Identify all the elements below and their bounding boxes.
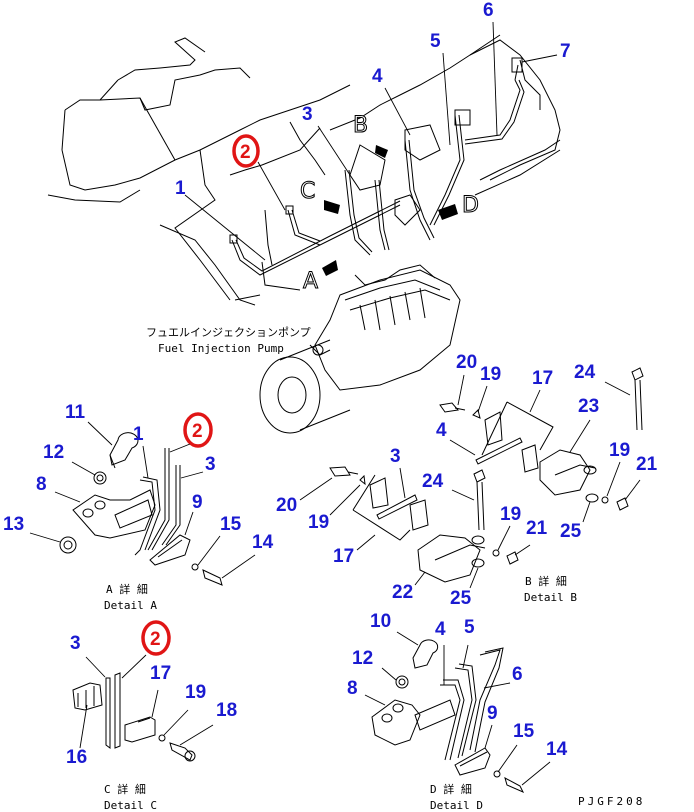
callout-14: 14 (252, 532, 274, 553)
detail-b: 20 19 17 4 24 23 19 21 25 20 19 3 24 17 … (276, 352, 658, 609)
view-letter-a: A (303, 269, 318, 294)
highlight-ring (141, 620, 171, 656)
callout-4-detail-d: 4 (435, 619, 446, 640)
pump-label-en: Fuel Injection Pump (158, 342, 284, 355)
view-letter-b: B (353, 113, 368, 138)
callout-13: 13 (3, 514, 24, 535)
detail-a-title-en: Detail A (104, 599, 157, 612)
callout-9: 9 (192, 492, 203, 513)
drawing-code: PJGF208 (578, 795, 645, 808)
callout-10: 10 (370, 611, 391, 632)
fuel-injection-pump (259, 264, 461, 434)
arrow-c-icon (324, 200, 340, 214)
callout-21: 21 (636, 454, 658, 475)
callout-15: 15 (220, 514, 242, 535)
callout-17: 17 (532, 368, 553, 389)
callout-19: 19 (480, 364, 501, 385)
callout-8: 8 (36, 474, 47, 495)
fuel-lines-main (229, 57, 525, 276)
callout-19-c: 19 (308, 512, 329, 533)
callout-19-b: 19 (609, 440, 630, 461)
callout-20: 20 (456, 352, 477, 373)
callout-11: 11 (65, 402, 86, 423)
callout-8-detail-d: 8 (347, 678, 358, 699)
pump-label-jp: フュエルインジェクションポンプ (146, 326, 311, 339)
callout-17-b: 17 (333, 546, 354, 567)
callout-19-detail-c: 19 (185, 682, 206, 703)
callout-21-b: 21 (526, 518, 548, 539)
callout-1: 1 (175, 178, 186, 199)
callout-25-b: 25 (450, 588, 472, 609)
callout-4-detail-b: 4 (436, 420, 447, 441)
detail-a-title-jp: A 詳 細 (106, 582, 148, 596)
arrow-b-icon (375, 145, 388, 158)
detail-b-title-jp: B 詳 細 (525, 574, 567, 588)
view-arrows: B C A D (300, 113, 480, 295)
detail-d-title-en: Detail D (430, 799, 483, 812)
callout-14-detail-d: 14 (546, 739, 568, 760)
callout-3-detail-c: 3 (70, 633, 81, 654)
callout-7: 7 (560, 41, 571, 62)
view-letter-c: C (300, 179, 315, 204)
view-letter-d: D (462, 193, 479, 218)
callout-5: 5 (430, 31, 441, 52)
callout-22: 22 (392, 582, 413, 603)
callout-23: 23 (578, 396, 599, 417)
detail-d: 10 4 5 12 6 8 9 15 14 D 詳 細 Detail D (347, 611, 568, 812)
callout-25: 25 (560, 521, 582, 542)
arrow-d-icon (438, 204, 458, 220)
callout-3-detail-a: 3 (205, 454, 216, 475)
callout-2-highlighted: 2 (150, 629, 161, 650)
callout-6-detail-d: 6 (512, 664, 523, 685)
callout-5-detail-d: 5 (464, 617, 475, 638)
callout-24: 24 (574, 362, 596, 383)
detail-c: 3 2 17 19 18 16 C 詳 細 Detail C (66, 620, 237, 812)
highlight-ring (183, 412, 213, 448)
callout-19-d: 19 (500, 504, 521, 525)
highlight-ring (232, 134, 260, 168)
detail-c-title-jp: C 詳 細 (104, 782, 146, 796)
detail-c-title-en: Detail C (104, 799, 157, 812)
callout-4: 4 (372, 66, 383, 87)
callout-6: 6 (483, 0, 494, 21)
callout-9-detail-d: 9 (487, 703, 498, 724)
callout-18: 18 (216, 700, 237, 721)
callout-12-detail-d: 12 (352, 648, 373, 669)
callout-15-detail-d: 15 (513, 721, 535, 742)
callout-3: 3 (302, 104, 313, 125)
detail-d-title-jp: D 詳 細 (430, 782, 472, 796)
detail-b-title-en: Detail B (524, 591, 577, 604)
callout-1-detail-a: 1 (133, 424, 144, 445)
callout-12: 12 (43, 442, 64, 463)
callout-2-highlighted: 2 (240, 142, 251, 163)
callout-24-b: 24 (422, 471, 444, 492)
detail-a: 11 12 8 13 1 2 3 9 15 14 A 詳 細 Detail A (3, 402, 274, 612)
callout-20-b: 20 (276, 495, 297, 516)
engine-outline (47, 34, 561, 306)
arrow-a-icon (322, 260, 338, 276)
callout-3-detail-b: 3 (390, 446, 401, 467)
callout-16: 16 (66, 747, 87, 768)
main-callouts: 1 2 3 4 5 6 7 (175, 0, 571, 261)
callout-17-detail-c: 17 (150, 663, 171, 684)
callout-2-highlighted: 2 (192, 421, 203, 442)
